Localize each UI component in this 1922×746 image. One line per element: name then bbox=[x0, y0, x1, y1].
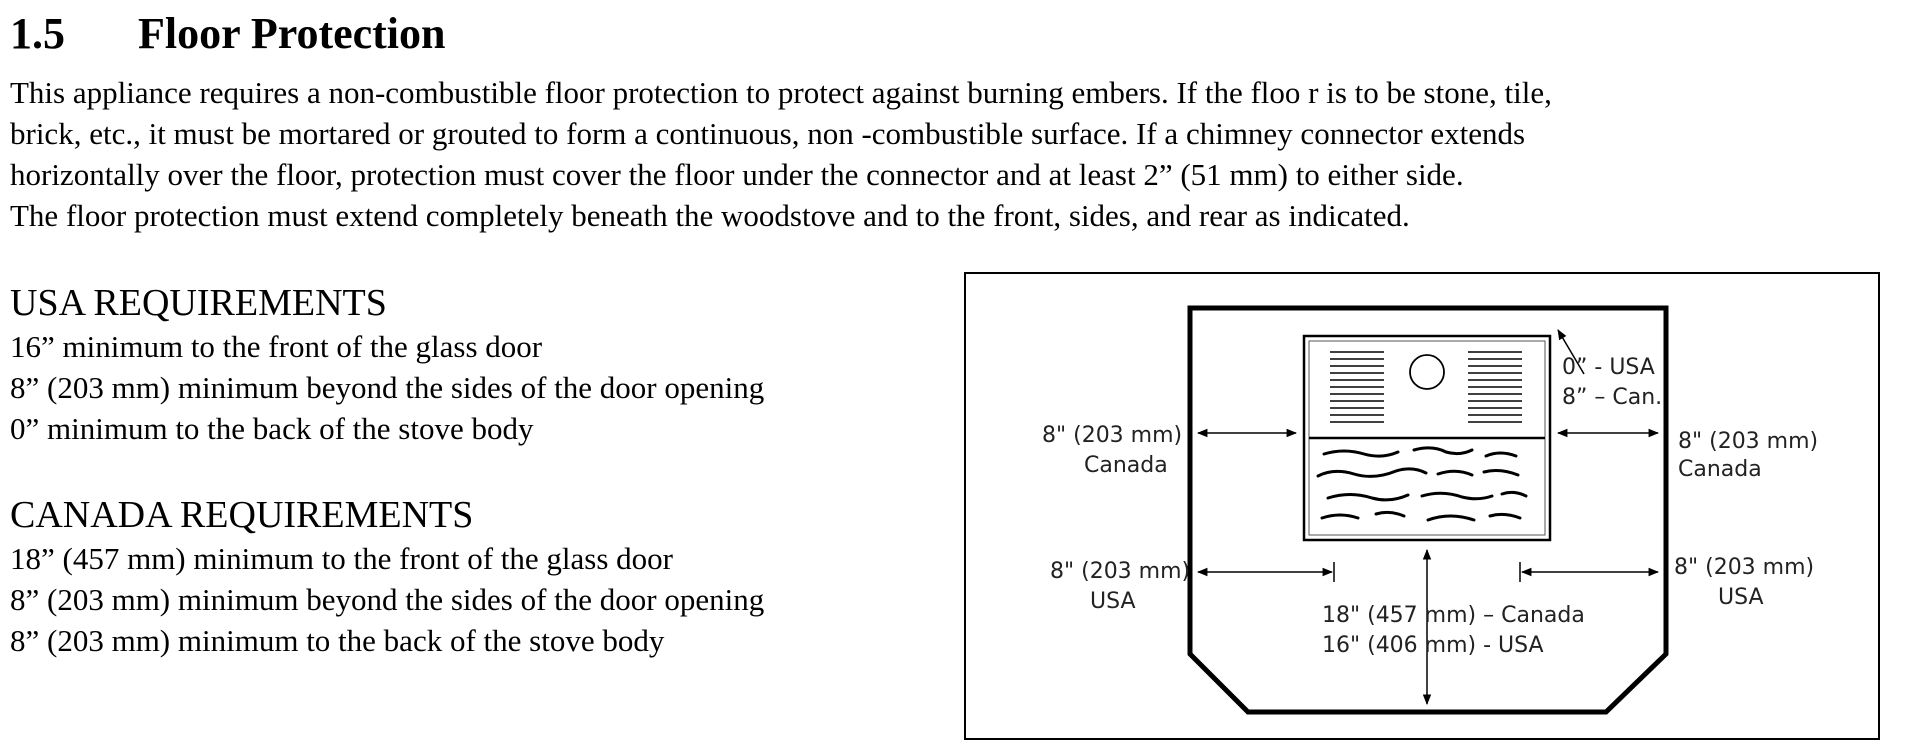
usa-requirements: USA REQUIREMENTS 16” minimum to the fron… bbox=[10, 280, 950, 449]
vent-left-icon bbox=[1330, 351, 1384, 423]
front-usa-label: 16" (406 mm) - USA bbox=[1322, 633, 1544, 658]
canada-requirements-heading: CANADA REQUIREMENTS bbox=[10, 494, 474, 536]
canada-requirement-item: 18” (457 mm) minimum to the front of the… bbox=[10, 541, 673, 576]
usa-requirement-item: 16” minimum to the front of the glass do… bbox=[10, 329, 543, 364]
left-canada-country: Canada bbox=[1084, 453, 1168, 478]
intro-line: This appliance requires a non-combustibl… bbox=[10, 75, 1552, 110]
canada-requirements-list: 18” (457 mm) minimum to the front of the… bbox=[10, 538, 950, 661]
section-heading: 1.5 Floor Protection bbox=[10, 6, 446, 62]
rear-usa-label: 0” - USA bbox=[1562, 355, 1655, 380]
fire-glass-icon bbox=[1316, 446, 1528, 522]
left-canada-value: 8" (203 mm) bbox=[1042, 423, 1182, 448]
section-title: Floor Protection bbox=[138, 9, 446, 58]
right-canada-country: Canada bbox=[1678, 457, 1762, 482]
section-number: 1.5 bbox=[10, 9, 65, 58]
intro-line: The floor protection must extend complet… bbox=[10, 198, 1410, 233]
intro-line: brick, etc., it must be mortared or grou… bbox=[10, 116, 1526, 151]
stove-icon bbox=[1302, 334, 1552, 542]
diagram-canvas: 0” - USA 8” – Can. 8" (203 mm) Canada 8"… bbox=[1042, 305, 1818, 715]
canada-requirements: CANADA REQUIREMENTS 18” (457 mm) minimum… bbox=[10, 492, 950, 661]
right-canada-value: 8" (203 mm) bbox=[1678, 429, 1818, 454]
floor-protection-outline bbox=[1187, 305, 1669, 715]
front-canada-label: 18" (457 mm) – Canada bbox=[1322, 603, 1585, 628]
left-usa-country: USA bbox=[1090, 589, 1136, 614]
usa-requirement-item: 8” (203 mm) minimum beyond the sides of … bbox=[10, 370, 765, 405]
left-usa-value: 8" (203 mm) bbox=[1050, 559, 1190, 584]
right-usa-value: 8" (203 mm) bbox=[1674, 555, 1814, 580]
usa-requirements-list: 16” minimum to the front of the glass do… bbox=[10, 326, 950, 449]
usa-requirement-item: 0” minimum to the back of the stove body bbox=[10, 411, 534, 446]
rear-canada-label: 8” – Can. bbox=[1562, 385, 1662, 410]
usa-requirements-heading: USA REQUIREMENTS bbox=[10, 282, 387, 324]
intro-paragraph: This appliance requires a non-combustibl… bbox=[10, 72, 1910, 236]
right-usa-country: USA bbox=[1718, 585, 1764, 610]
floor-protection-diagram: 0” - USA 8” – Can. 8" (203 mm) Canada 8"… bbox=[964, 272, 1880, 740]
flue-collar-icon bbox=[1409, 354, 1445, 390]
vent-right-icon bbox=[1468, 351, 1522, 423]
intro-line: horizontally over the floor, protection … bbox=[10, 157, 1464, 192]
rear-clearance-leader bbox=[1557, 329, 1585, 375]
canada-requirement-item: 8” (203 mm) minimum beyond the sides of … bbox=[10, 582, 765, 617]
canada-requirement-item: 8” (203 mm) minimum to the back of the s… bbox=[10, 623, 665, 658]
